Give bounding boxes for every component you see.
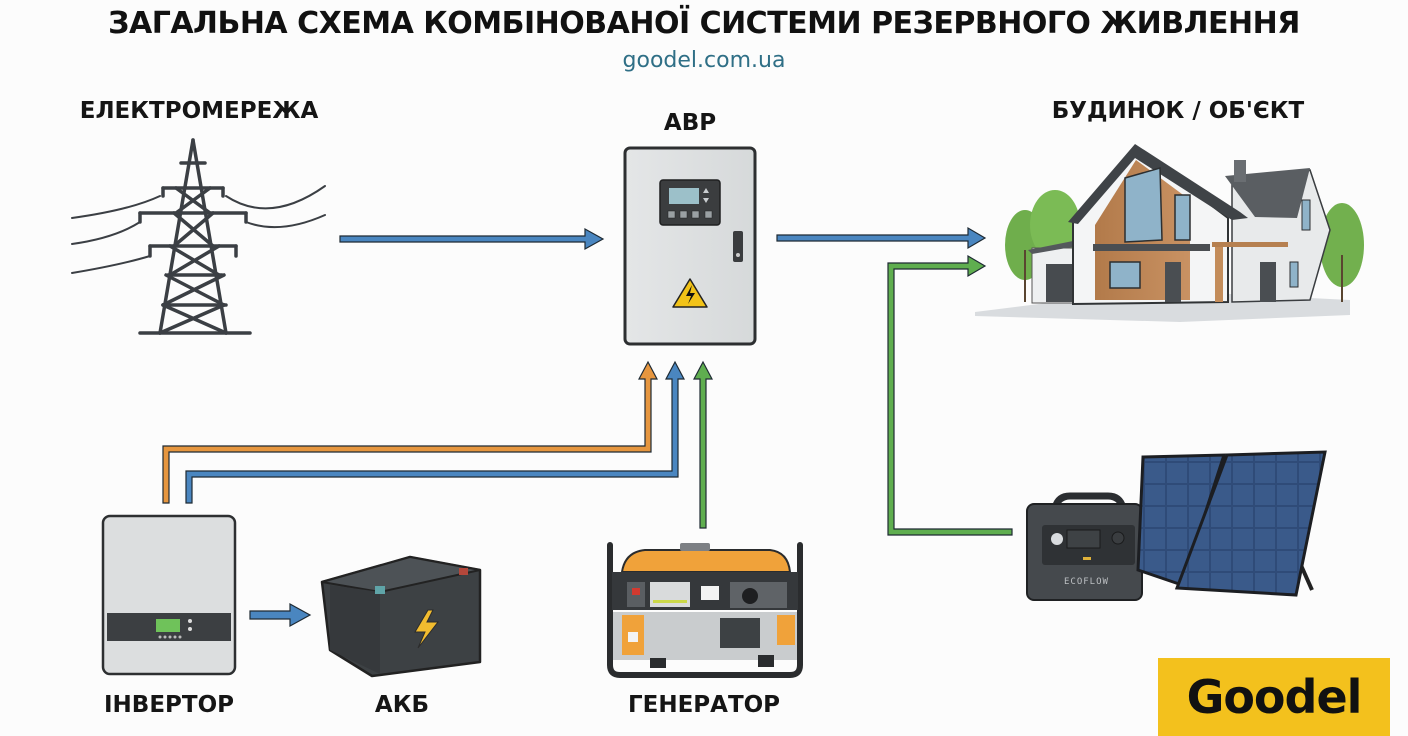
arrow-inverter-to-battery xyxy=(249,602,312,628)
house-label: БУДИНОК / ОБ'ЄКТ xyxy=(1051,98,1305,124)
arrow-grid-to-ats xyxy=(339,227,605,251)
solar-panel-icon xyxy=(1136,450,1327,597)
battery-icon xyxy=(320,555,482,678)
house-icon xyxy=(975,144,1364,322)
ats-label: АВР xyxy=(663,110,717,136)
battery-label: АКБ xyxy=(374,692,430,718)
logo-text: Goodel xyxy=(1186,670,1363,724)
diagram-title: ЗАГАЛЬНА СХЕМА КОМБІНОВАНОЇ СИСТЕМИ РЕЗЕ… xyxy=(108,6,1300,41)
grid-label: ЕЛЕКТРОМЕРЕЖА xyxy=(79,98,319,124)
generator-icon xyxy=(607,542,803,678)
website-link[interactable]: goodel.com.ua xyxy=(622,48,786,73)
inverter-label: ІНВЕРТОР xyxy=(103,692,235,718)
power-station-brand: ECOFLOW xyxy=(1064,577,1109,587)
portable-power-station-icon xyxy=(1026,492,1143,601)
arrow-ats-to-house xyxy=(776,226,987,250)
arrow-generator-to-ats xyxy=(693,360,713,529)
goodel-logo: Goodel xyxy=(1158,658,1390,736)
inverter-icon xyxy=(101,514,237,676)
arrow-inverter-to-ats-orange xyxy=(162,360,658,504)
ats-cabinet-icon xyxy=(623,146,757,346)
arrow-power-station-to-house xyxy=(887,254,1013,536)
generator-label: ГЕНЕРАТОР xyxy=(627,692,781,718)
power-tower-icon xyxy=(71,138,326,335)
connection-arrows xyxy=(162,226,1013,628)
arrow-inverter-to-ats-blue xyxy=(185,360,685,504)
